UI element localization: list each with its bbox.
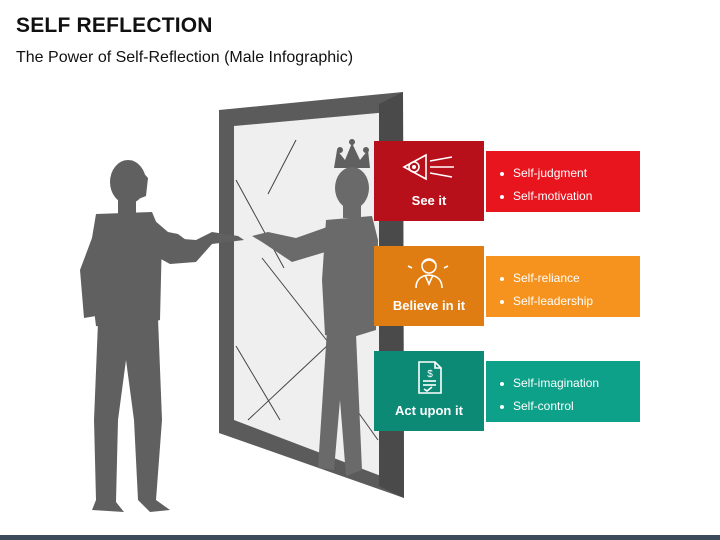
list-item: Self-motivation — [500, 185, 640, 208]
slide-subtitle: The Power of Self-Reflection (Male Infog… — [16, 49, 354, 66]
crown-icon — [334, 143, 370, 168]
list-item: Self-judgment — [500, 162, 640, 185]
reflection-silhouette — [252, 139, 378, 476]
step-label: See it — [411, 193, 447, 208]
list-item: Self-imagination — [500, 372, 640, 395]
person-confidence-icon — [407, 258, 449, 289]
list-item: Self-reliance — [500, 267, 640, 290]
step-card-see-it: See it — [374, 141, 484, 221]
step-card-believe-in-it: Believe in it — [374, 246, 484, 326]
step-list-see-it: Self-judgment Self-motivation — [486, 151, 640, 212]
man-silhouette — [80, 160, 244, 512]
list-item: Self-leadership — [500, 290, 640, 313]
document-dollar-icon: $ — [418, 361, 442, 394]
step-label: Act upon it — [395, 403, 463, 418]
footer-bar — [0, 535, 720, 540]
step-list-act-upon-it: Self-imagination Self-control — [486, 361, 640, 422]
svg-text:$: $ — [427, 369, 433, 380]
slide-title: SELF REFLECTION — [16, 14, 213, 37]
eye-vision-icon — [402, 153, 454, 181]
step-card-act-upon-it: $ Act upon it — [374, 351, 484, 431]
step-list-believe-in-it: Self-reliance Self-leadership — [486, 256, 640, 317]
step-label: Believe in it — [392, 298, 466, 313]
list-item: Self-control — [500, 395, 640, 418]
